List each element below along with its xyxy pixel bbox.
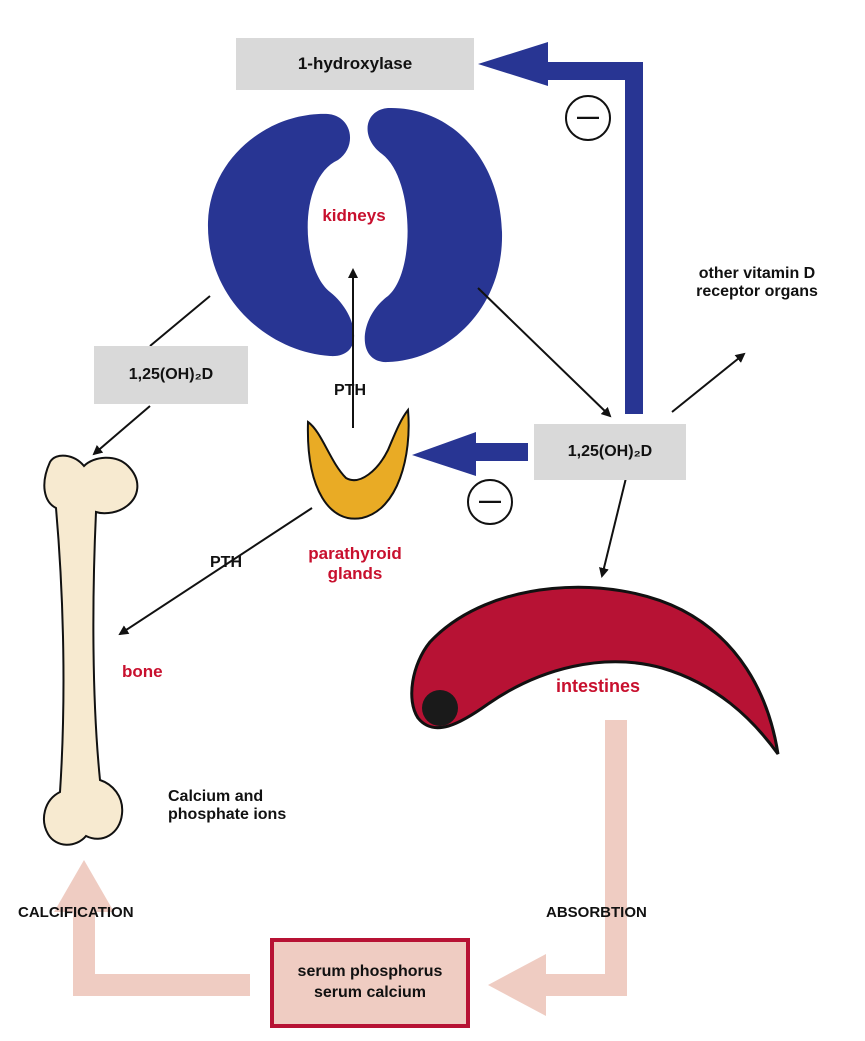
arrow-kidney-to-left-vitd [150, 296, 210, 346]
arrow-left-vitd-to-bone [94, 406, 150, 454]
arrow-absorption [538, 720, 616, 985]
intestines-lumen-shape [422, 690, 458, 726]
pth-up-label: PTH [334, 382, 366, 400]
arrowhead-to-serum [488, 954, 546, 1016]
inhibit-sign-parathyroid: — [472, 488, 508, 513]
serum-calcium-label: serum calcium [314, 983, 426, 1004]
hydroxylase-label: 1-hydroxylase [298, 54, 412, 74]
serum-phosphorus-label: serum phosphorus [298, 962, 443, 983]
ions-label: Calcium and phosphate ions [168, 788, 318, 825]
arrowhead-to-parathyroid [412, 432, 476, 476]
hydroxylase-box: 1-hydroxylase [236, 38, 474, 90]
vitd-left-label: 1,25(OH)₂D [129, 366, 213, 384]
arrow-vitd-to-other-organs [672, 354, 744, 412]
right-kidney-shape [365, 108, 502, 362]
kidneys-label: kidneys [306, 206, 402, 226]
inhibit-sign-hydroxylase: — [570, 104, 606, 129]
intestines-shape [412, 587, 778, 754]
other-organs-label: other vitamin D receptor organs [694, 265, 820, 302]
absorption-label: ABSORBTION [546, 904, 647, 921]
bone-label: bone [122, 662, 163, 682]
pth-to-bone-label: PTH [210, 554, 242, 572]
calcification-label: CALCIFICATION [18, 904, 134, 921]
serum-box: serum phosphorus serum calcium [276, 944, 464, 1022]
left-kidney-shape [208, 114, 354, 356]
parathyroid-label: parathyroid glands [300, 544, 410, 583]
intestines-label: intestines [556, 676, 640, 697]
parathyroid-gland-shape [308, 410, 409, 519]
vitd-left-box: 1,25(OH)₂D [94, 346, 248, 404]
bone-shape [44, 456, 137, 845]
arrow-vitd-to-intestines [602, 478, 626, 576]
vitd-right-label: 1,25(OH)₂D [568, 443, 652, 461]
vitd-right-box: 1,25(OH)₂D [534, 424, 686, 480]
arrow-kidney-to-right-vitd [478, 288, 610, 416]
arrowhead-to-hydroxylase [478, 42, 548, 86]
